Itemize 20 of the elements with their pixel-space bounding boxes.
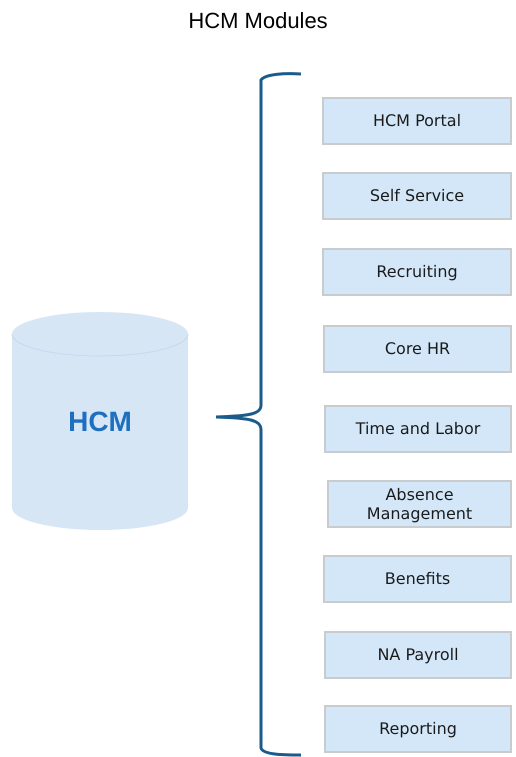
module-label: Core HR — [384, 339, 450, 359]
module-label: HCM Portal — [372, 111, 462, 131]
module-label: Reporting — [379, 719, 457, 739]
diagram-title: HCM Modules — [188, 8, 328, 34]
module-box — [323, 555, 512, 603]
module-label: Absence Management — [366, 484, 474, 524]
module-label: NA Payroll — [377, 645, 459, 665]
module-box — [322, 172, 512, 220]
module-box — [323, 325, 512, 373]
module-box — [324, 631, 512, 679]
module-box — [322, 248, 512, 296]
module-label: Self Service — [370, 186, 464, 206]
module-label: Recruiting — [376, 262, 458, 282]
database-label: HCM — [68, 406, 132, 438]
module-box — [327, 480, 512, 528]
module-label: Benefits — [384, 569, 450, 589]
module-box — [324, 405, 512, 453]
module-box — [324, 705, 512, 753]
module-label: Time and Labor — [356, 419, 480, 439]
module-box — [322, 97, 512, 145]
